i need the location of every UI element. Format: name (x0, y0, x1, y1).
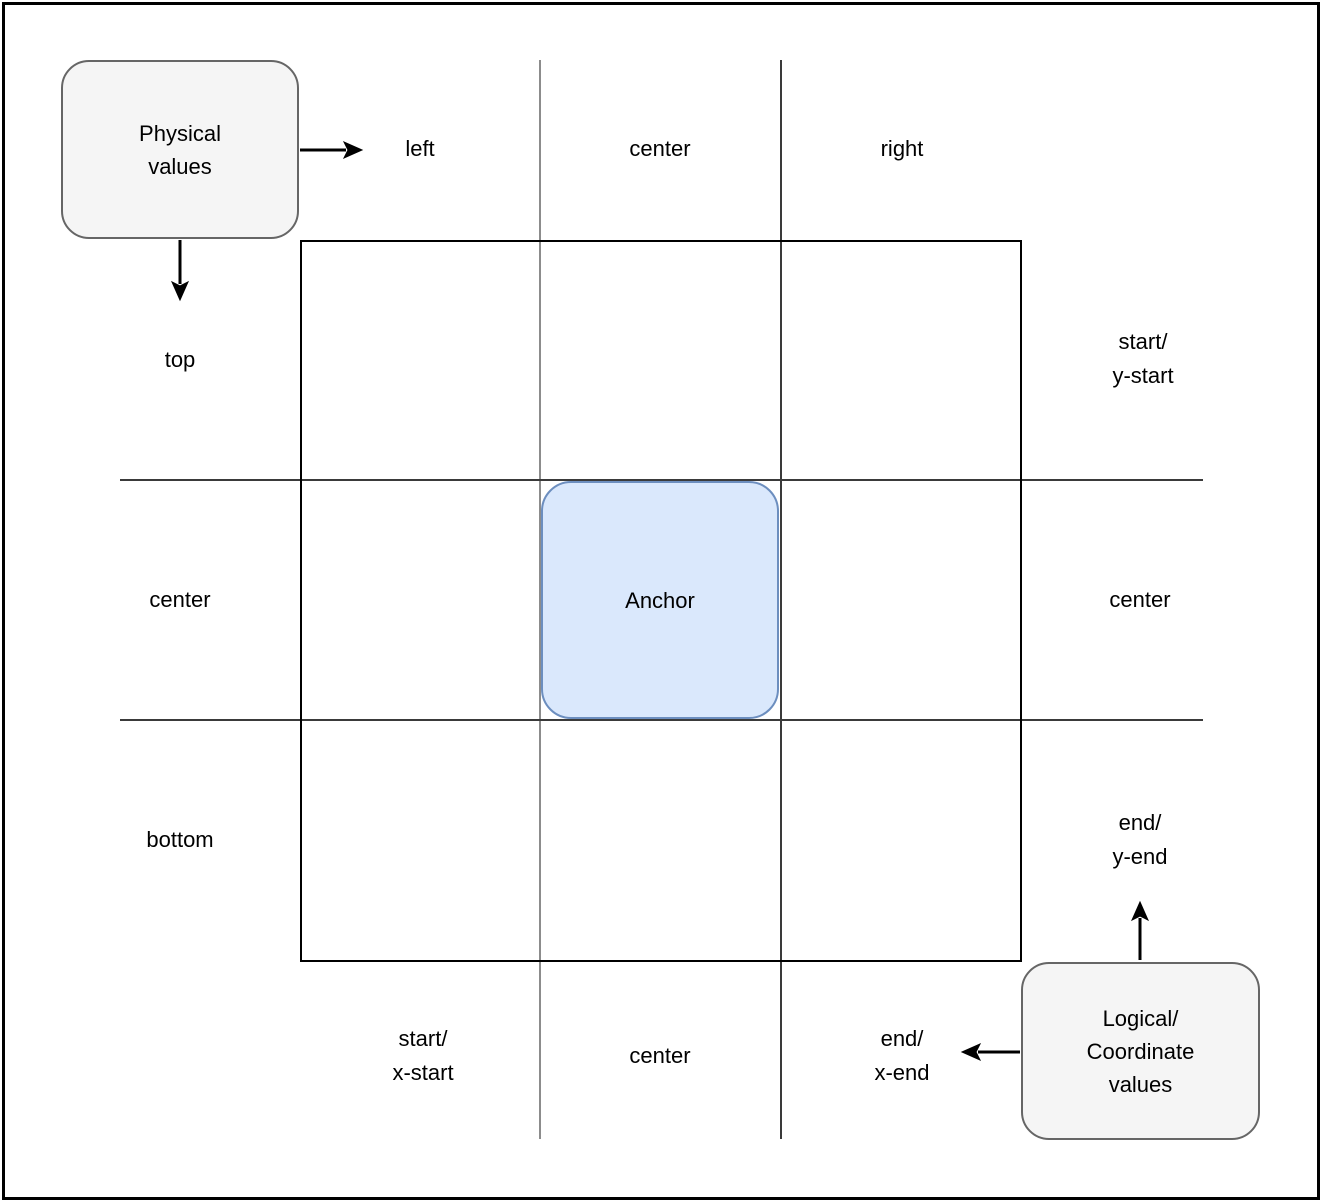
label-left-bottom: bottom (146, 827, 214, 852)
label-bottom-x-end: end/ x-end (874, 1026, 930, 1085)
arrow-down-icon (170, 280, 190, 302)
anchor-area-square (300, 240, 1022, 962)
label-top-center: center (629, 136, 691, 161)
label-bottom-x-start: start/ x-start (392, 1026, 454, 1085)
label-left-center: center (149, 587, 211, 612)
label-right-center: center (1109, 587, 1171, 612)
label-top-right: right (880, 136, 924, 161)
anchor-node: Anchor (541, 481, 779, 719)
label-right-y-end: end/ y-end (1112, 810, 1168, 869)
anchor-label: Anchor (625, 587, 695, 613)
logical-coordinate-values-label: Logical/ Coordinate values (1086, 1005, 1195, 1097)
label-bottom-center: center (629, 1043, 691, 1068)
arrow-right-icon (342, 140, 364, 160)
arrow-left-icon (960, 1042, 982, 1062)
arrow-up-icon (1130, 900, 1150, 922)
grid-vertical-line-left (539, 60, 541, 1139)
label-left-top: top (164, 347, 196, 372)
label-top-left: left (405, 136, 435, 161)
grid-vertical-line-right (780, 60, 782, 1139)
grid-horizontal-line-bottom (120, 719, 1203, 721)
physical-values-node: Physical values (61, 60, 299, 239)
logical-coordinate-values-node: Logical/ Coordinate values (1021, 962, 1260, 1140)
physical-values-label: Physical values (139, 120, 221, 179)
grid-horizontal-line-top (120, 479, 1203, 481)
label-right-y-start: start/ y-start (1112, 329, 1174, 388)
